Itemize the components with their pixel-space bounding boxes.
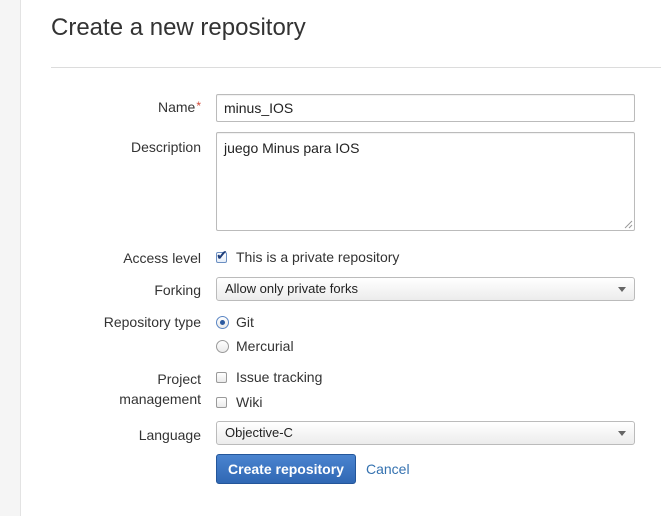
repository-type-label: Repository type (103, 314, 201, 330)
language-select[interactable]: Objective-C (216, 421, 635, 445)
project-management-label-line1: Project (157, 371, 201, 387)
repo-type-mercurial-option[interactable]: Mercurial (216, 338, 336, 356)
wiki-option[interactable]: Wiki (216, 394, 356, 412)
chevron-down-icon (618, 287, 626, 292)
wiki-checkbox[interactable] (216, 397, 227, 408)
divider (51, 67, 661, 68)
git-radio[interactable] (216, 316, 229, 329)
private-repository-option[interactable]: ✔ This is a private repository (216, 248, 436, 267)
name-input[interactable] (216, 94, 635, 122)
cancel-link[interactable]: Cancel (366, 461, 410, 477)
issue-tracking-label: Issue tracking (236, 369, 323, 385)
language-label: Language (138, 427, 201, 443)
forking-selected-value: Allow only private forks (225, 281, 358, 296)
git-label: Git (236, 314, 254, 330)
project-management-label-line2: management (119, 391, 201, 407)
private-repository-label: This is a private repository (236, 249, 400, 265)
mercurial-radio[interactable] (216, 340, 229, 353)
description-label: Description (130, 139, 201, 155)
checkmark-icon: ✔ (216, 247, 228, 263)
access-level-label: Access level (123, 250, 201, 266)
project-management-label: Project management (100, 369, 201, 409)
mercurial-label: Mercurial (236, 338, 294, 354)
required-mark: * (196, 99, 201, 113)
create-repository-button[interactable]: Create repository (216, 454, 356, 484)
chevron-down-icon (618, 431, 626, 436)
language-selected-value: Objective-C (225, 425, 293, 440)
issue-tracking-checkbox[interactable] (216, 372, 227, 383)
forking-label: Forking (154, 282, 201, 298)
name-label: Name (157, 99, 196, 115)
repo-type-git-option[interactable]: Git (216, 314, 336, 332)
resize-grip-icon[interactable] (624, 220, 633, 229)
name-label-group: Name* (100, 99, 201, 115)
forking-select[interactable]: Allow only private forks (216, 277, 635, 301)
radio-dot-icon (220, 320, 225, 325)
page-title: Create a new repository (51, 14, 306, 41)
wiki-label: Wiki (236, 394, 263, 410)
issue-tracking-option[interactable]: Issue tracking (216, 369, 356, 387)
private-repository-checkbox[interactable]: ✔ (216, 248, 228, 263)
description-textarea[interactable]: juego Minus para IOS (216, 132, 635, 231)
